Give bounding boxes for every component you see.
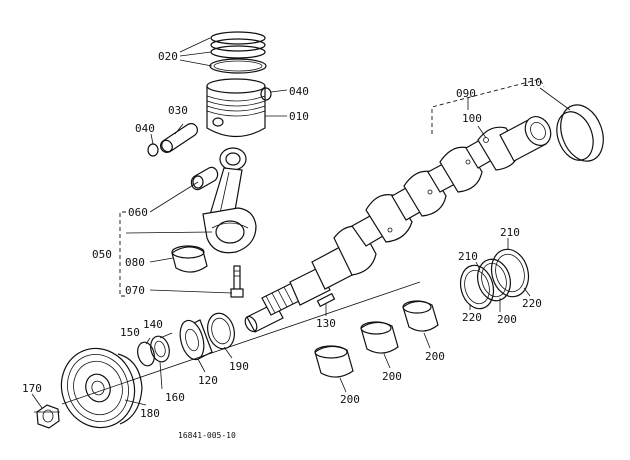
callout-190: 190 [229, 360, 249, 373]
callout-200-d: 200 [497, 313, 517, 326]
main-bearing-1 [402, 300, 439, 332]
callout-200-c: 200 [340, 393, 360, 406]
callout-110: 110 [522, 76, 542, 89]
callout-040-left: 040 [135, 122, 155, 135]
leader-lines [31, 37, 571, 413]
callout-210-a: 210 [458, 250, 478, 263]
callout-150: 150 [120, 326, 140, 339]
callout-210-b: 210 [500, 226, 520, 239]
crank-gear [179, 319, 213, 361]
crankpin-bearing [171, 245, 208, 273]
o-ring [137, 341, 155, 367]
thrust-washers-front [459, 264, 495, 310]
rod-bolt [230, 265, 244, 298]
thrust-washers-rear [477, 248, 530, 302]
callout-200-b: 200 [382, 370, 402, 383]
callout-labels: 020 040 010 030 040 060 050 080 070 090 … [22, 50, 542, 420]
callout-050: 050 [92, 248, 112, 261]
callout-220-a: 220 [462, 311, 482, 324]
callout-070: 070 [125, 284, 145, 297]
callout-200-a: 200 [425, 350, 445, 363]
piston-pin [160, 123, 198, 153]
callout-140: 140 [143, 318, 163, 331]
callout-220-b: 220 [522, 297, 542, 310]
callout-040-right: 040 [289, 85, 309, 98]
callout-090: 090 [456, 87, 476, 100]
small-end-bushing [190, 166, 219, 191]
crankshaft [244, 116, 552, 333]
piston-rings [209, 31, 267, 74]
callout-060: 060 [128, 206, 148, 219]
callout-100: 100 [462, 112, 482, 125]
callout-120: 120 [198, 374, 218, 387]
main-bearing-2 [360, 321, 399, 354]
bracket-050 [119, 211, 126, 297]
callout-180: 180 [140, 407, 160, 420]
callout-170: 170 [22, 382, 42, 395]
main-bearing-3 [314, 345, 354, 378]
callout-130: 130 [316, 317, 336, 330]
callout-160: 160 [165, 391, 185, 404]
bearing-190 [207, 312, 235, 350]
bracket-090 [431, 78, 545, 134]
connecting-rod [202, 147, 257, 254]
snap-ring-right [260, 87, 272, 101]
callout-080: 080 [125, 256, 145, 269]
callout-020: 020 [158, 50, 178, 63]
piston [206, 78, 266, 137]
callout-010: 010 [289, 110, 309, 123]
callout-030: 030 [168, 104, 188, 117]
rear-bearing-ring [556, 104, 604, 162]
crankshaft-pulley [60, 347, 143, 429]
figure-code: 16841-005-10 [178, 431, 236, 440]
collar [150, 335, 170, 363]
key [316, 292, 336, 308]
pulley-nut [36, 404, 60, 429]
snap-ring-left [147, 143, 159, 157]
